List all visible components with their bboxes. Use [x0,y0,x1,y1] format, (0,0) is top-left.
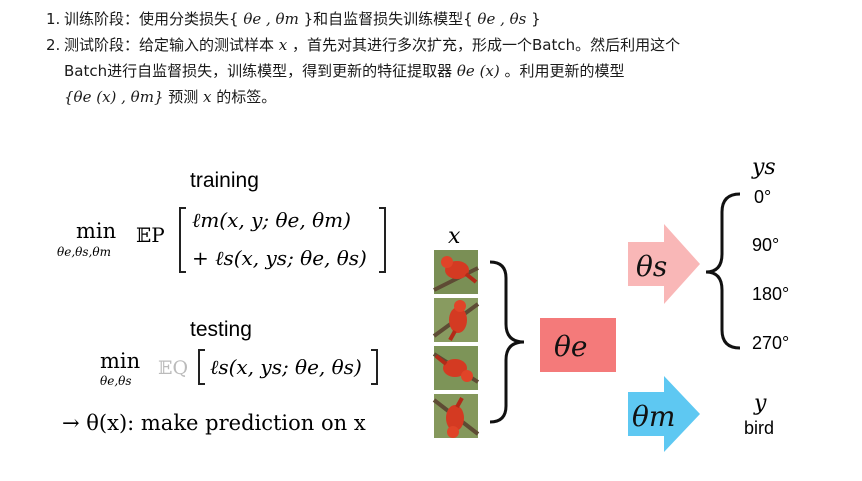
method-figure: training min θe,θs,θm 𝔼P ℓm(x, y; θe, θm… [0,150,862,481]
step-text: } [526,10,541,28]
bird-image [432,298,480,342]
prediction-line: → θ(x): make prediction on x [62,411,366,435]
training-label: training [190,169,259,192]
step-number: 2. [46,36,61,54]
bird-image [432,346,480,390]
step-text: ，首先对其进行多次扩充，形成一个Batch。然后利用这个 [287,36,681,54]
train-min-subscript: θe,θs,θm [57,245,111,259]
left-bracket [179,207,186,273]
rotation-270: 270° [752,333,789,353]
step-training: 1. 训练阶段：使用分类损失{ θe , θm }和自监督损失训练模型{ θe … [46,6,846,32]
test-loss: ℓs(x, ys; θe, θs) [210,355,362,379]
math-x: x [278,36,288,54]
train-expectation: 𝔼P [136,223,165,247]
rotation-0: 0° [754,187,771,207]
step-text: Batch进行自监督损失，训练模型，得到更新的特征提取器 [64,62,457,80]
test-min: min [100,349,140,373]
math-theta-e-s: θe , θs [477,10,527,28]
theta-m-arrow [628,376,700,452]
step-text: 测试阶段：给定输入的测试样本 [64,36,279,54]
method-diagram: training min θe,θs,θm 𝔼P ℓm(x, y; θe, θm… [57,155,789,452]
right-bracket [371,349,378,385]
bird-image [433,250,479,294]
math-theta-e-m: θe , θm [243,10,299,28]
rotation-180: 180° [752,284,789,304]
step-testing: 2. 测试阶段：给定输入的测试样本 x ，首先对其进行多次扩充，形成一个Batc… [46,32,846,110]
x-label: x [448,224,461,249]
train-min: min [76,219,116,243]
ys-label: ys [751,155,776,180]
steps-list: 1. 训练阶段：使用分类损失{ θe , θm }和自监督损失训练模型{ θe … [46,6,846,110]
rotation-brace [705,192,741,350]
y-label: y [753,391,767,416]
bird-image [432,394,480,438]
theta-m-label: θm [632,400,675,433]
step-text: 。利用更新的模型 [499,62,625,80]
right-bracket [379,207,386,273]
images-brace [489,260,525,424]
theta-e-label: θe [554,330,587,363]
theta-s-arrow [628,224,700,304]
step-text: }和自监督损失训练模型{ [298,10,478,28]
step-text: 预测 [163,88,204,106]
testing-label: testing [190,318,252,341]
y-value: bird [744,418,774,438]
step-number: 1. [46,10,61,28]
theta-e-box [540,318,616,372]
step-text: 的标签。 [211,88,277,106]
math-model-set: {θe (x) , θm} [64,88,164,106]
test-expectation: 𝔼Q [158,357,188,379]
step-text: 训练阶段：使用分类损失{ [64,10,244,28]
left-bracket [198,349,205,385]
train-loss-main: ℓm(x, y; θe, θm) [192,208,351,232]
test-min-subscript: θe,θs [100,374,132,388]
rotation-90: 90° [752,235,779,255]
theta-s-label: θs [636,250,667,283]
math-x: x [203,88,212,106]
train-loss-ssl: + ℓs(x, ys; θe, θs) [192,246,367,270]
augmented-images [432,250,480,438]
math-theta-e-x: θe (x) [456,62,500,80]
